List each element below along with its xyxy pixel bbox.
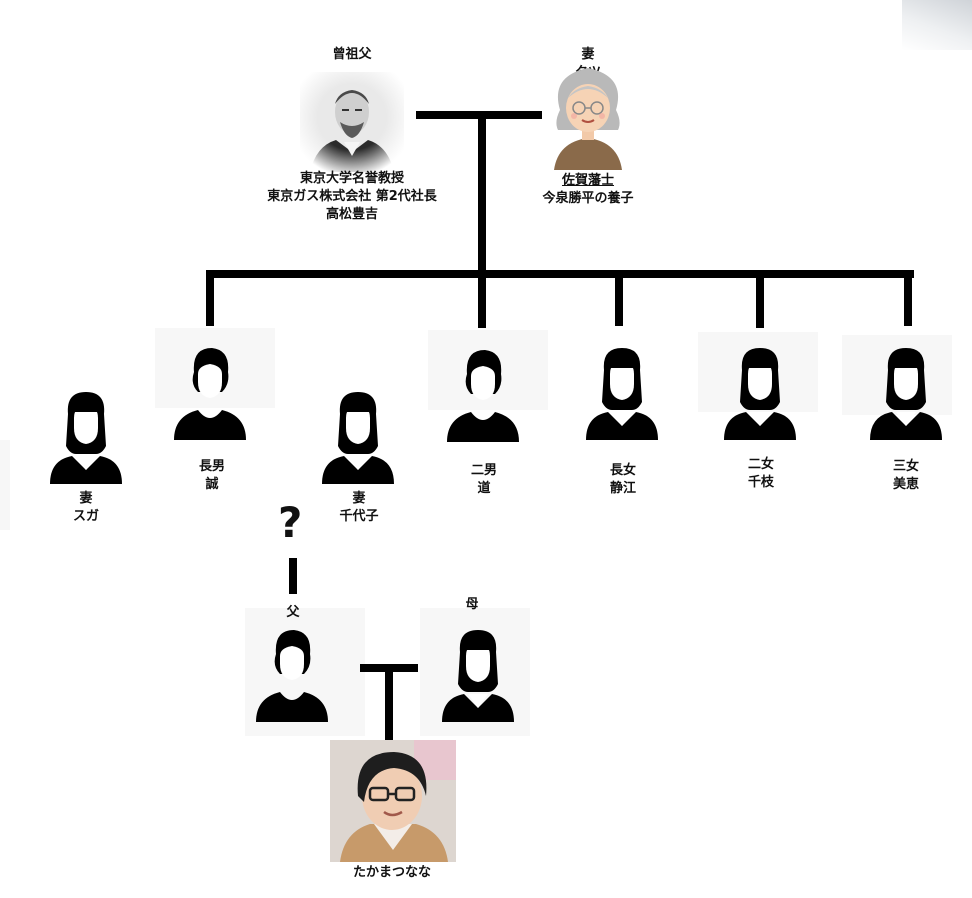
person-shizue-icon (582, 340, 662, 440)
label-mother: 母 (465, 597, 479, 612)
descent-line-parents (385, 664, 393, 740)
corner-shade (902, 0, 972, 50)
self-photo (330, 740, 456, 862)
descent-line-top (478, 111, 486, 277)
great-grandfather-relation: 曾祖父 (332, 47, 372, 62)
great-grandfather-portrait (300, 72, 404, 172)
person-michi-icon (443, 342, 523, 442)
label-michi: 二男道 (470, 463, 498, 496)
person-mie-icon (866, 340, 946, 440)
great-grandmother-illustration (554, 68, 622, 170)
label-mie: 三女美恵 (892, 459, 920, 492)
mother-icon (438, 622, 518, 722)
great-grandmother-caption: 佐賀藩士 今泉勝平の養子 (542, 173, 634, 206)
drop-chie (756, 270, 764, 328)
drop-makoto (206, 270, 214, 326)
label-shizue: 長女静江 (609, 463, 637, 496)
drop-shizue (615, 270, 623, 326)
label-chie: 二女千枝 (747, 457, 775, 490)
uncertain-link (289, 558, 297, 594)
great-grandfather-caption: 東京大学名誉教授 東京ガス株式会社 第2代社長 高松豊吉 (267, 171, 437, 222)
drop-michi (478, 270, 486, 328)
person-makoto-icon (170, 340, 250, 440)
person-chie-icon (720, 340, 800, 440)
drop-mie (904, 270, 912, 326)
label-father: 父 (286, 605, 300, 620)
label-chiyoko: 妻千代子 (339, 491, 379, 524)
sibling-bar (206, 270, 914, 278)
label-suga: 妻スガ (72, 491, 100, 524)
father-icon (252, 622, 332, 722)
label-self: たかまつなな (352, 865, 432, 880)
label-makoto: 長男誠 (198, 459, 226, 492)
person-suga-icon (46, 384, 126, 484)
faint-bg-5 (0, 440, 10, 530)
question-mark: ? (278, 498, 303, 547)
person-chiyoko-icon (318, 384, 398, 484)
